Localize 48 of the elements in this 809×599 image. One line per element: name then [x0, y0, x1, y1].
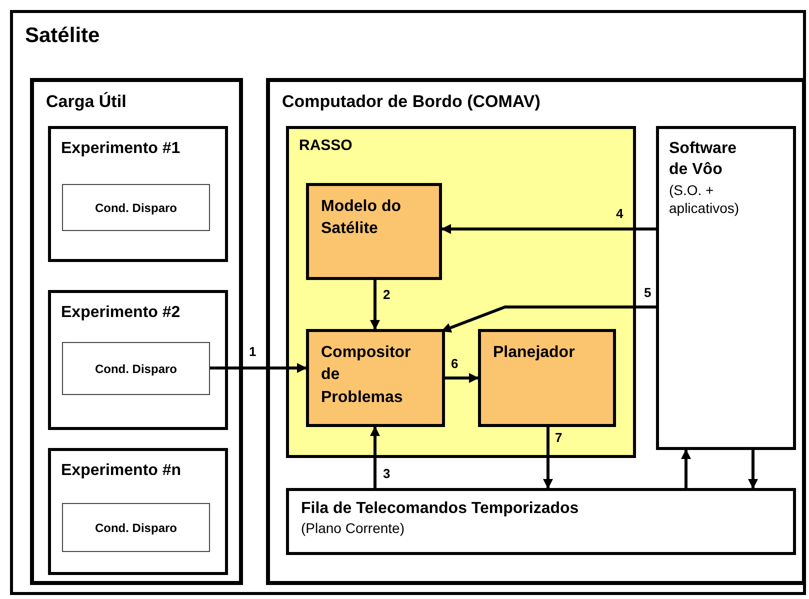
subsystem-box [30, 78, 243, 585]
arrow [445, 373, 479, 383]
box-heading: Experimento #2 [61, 303, 182, 322]
box-heading: Software de Vôo [669, 139, 738, 180]
arrow [370, 426, 380, 488]
edge-label: 3 [383, 466, 390, 481]
arrow [543, 427, 553, 489]
edge-label: 5 [644, 285, 652, 300]
box-subtitle: (S.O. + aplicativos) [669, 180, 740, 217]
experiment-box [48, 126, 228, 262]
edge-label: 1 [249, 344, 256, 359]
arrow [748, 450, 758, 489]
module-box [478, 329, 616, 427]
box-heading: Fila de Telecomandos Temporizados [301, 499, 580, 518]
module-box [306, 183, 442, 280]
rasso-panel [286, 126, 636, 458]
box-heading: Satélite [25, 23, 101, 48]
box-heading: Cond. Disparo [94, 200, 178, 215]
arrow [441, 224, 656, 234]
condition-box [62, 184, 210, 231]
arrow [441, 306, 656, 332]
box-heading: Experimento #n [61, 461, 182, 480]
box-heading: Carga Útil [46, 92, 128, 112]
box-heading: RASSO [299, 137, 354, 155]
edge-label: 2 [383, 287, 390, 302]
box-subtitle: (Plano Corrente) [301, 520, 406, 537]
box-heading: Modelo do Satélite [321, 197, 402, 240]
condition-box [62, 503, 210, 552]
box-heading: Planejador [493, 343, 576, 363]
satellite-frame [10, 10, 806, 595]
box-heading: Cond. Disparo [94, 361, 178, 376]
arrow [370, 280, 380, 330]
experiment-box [48, 448, 228, 575]
subsystem-box [266, 78, 806, 585]
edge-label: 6 [451, 356, 458, 371]
module-box [306, 329, 445, 427]
edge-label: 4 [616, 206, 624, 221]
experiment-box [48, 290, 228, 430]
edge-label: 7 [555, 430, 562, 445]
software-box [656, 126, 796, 450]
arrow [681, 449, 691, 488]
queue-box [286, 488, 796, 555]
box-heading: Computador de Bordo (COMAV) [282, 92, 542, 112]
box-heading: Compositor de Problemas [321, 343, 412, 408]
box-heading: Experimento #1 [61, 139, 182, 158]
condition-box [62, 342, 210, 395]
box-heading: Cond. Disparo [94, 520, 178, 535]
arrow [210, 363, 307, 373]
